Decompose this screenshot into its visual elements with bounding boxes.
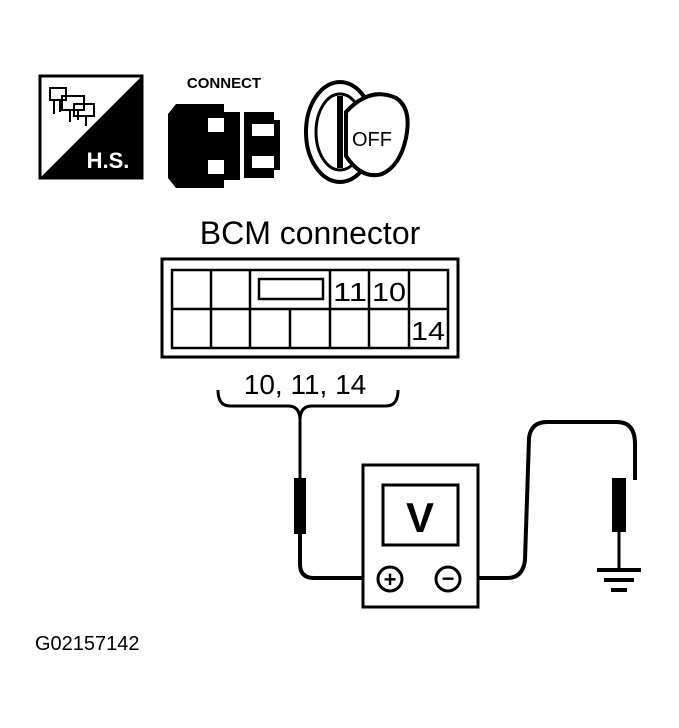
positive-probe-lead <box>294 420 376 580</box>
harness-icon: H.S. <box>38 74 144 180</box>
connector-title: BCM connector <box>200 215 421 251</box>
connect-label: CONNECT <box>187 75 261 92</box>
pin-label-10: 10 <box>372 277 406 307</box>
positive-symbol: + <box>384 567 397 592</box>
pin-label-14: 14 <box>411 316 445 346</box>
connect-icon: CONNECT <box>168 75 280 188</box>
bcm-connector: 11 10 14 <box>160 257 460 359</box>
pin-label-11: 11 <box>333 277 367 307</box>
harness-label: H.S. <box>87 148 130 173</box>
ground-icon <box>597 568 641 592</box>
ignition-off-icon: OFF <box>304 80 410 184</box>
negative-probe-lead <box>455 420 637 580</box>
figure-id: G02157142 <box>35 633 140 655</box>
positive-terminal <box>376 565 404 593</box>
meter-unit-label: V <box>406 494 434 541</box>
voltmeter: V + − <box>361 463 480 609</box>
ignition-label: OFF <box>352 129 392 151</box>
negative-symbol: − <box>442 566 455 591</box>
negative-terminal <box>434 565 462 593</box>
measured-pins-label: 10, 11, 14 <box>244 369 366 400</box>
